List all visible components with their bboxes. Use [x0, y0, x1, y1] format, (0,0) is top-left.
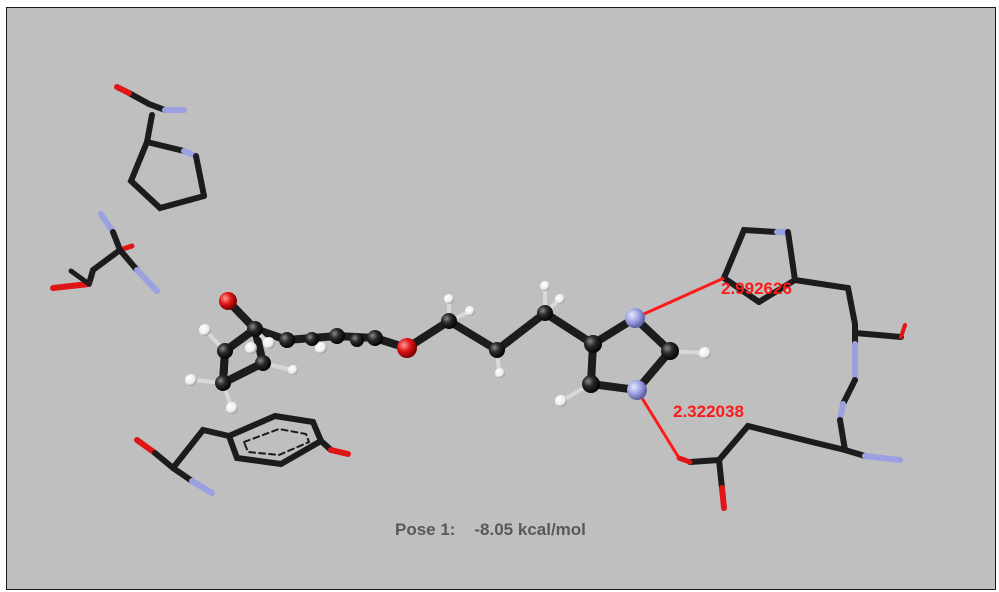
residue-tyrosine: [134, 412, 351, 496]
hydrogen-bonds: [634, 276, 725, 459]
residue-prolinamide: [114, 84, 207, 212]
binding-energy: -8.05 kcal/mol: [474, 520, 586, 539]
residue-left-fragment: [50, 211, 160, 294]
hydrogen-atoms: [185, 281, 711, 414]
distance-label-2: 2.322038: [673, 402, 744, 421]
hbond-line-1: [634, 276, 725, 320]
oxygen-atoms: [219, 292, 417, 358]
molecular-scene: 2.992626 2.322038: [50, 84, 907, 511]
nitrogen-atoms: [625, 308, 647, 400]
molecule-viewer[interactable]: 2.992626 2.322038 Pose 1: -8.05 kcal/mol: [6, 7, 996, 590]
carbon-atoms: [215, 305, 679, 393]
distance-label-1: 2.992626: [721, 279, 792, 298]
pose-label: Pose 1:: [395, 520, 456, 539]
residue-histidine: [676, 226, 907, 511]
hbond-line-2: [635, 389, 681, 459]
pose-caption: Pose 1: -8.05 kcal/mol: [395, 520, 586, 540]
